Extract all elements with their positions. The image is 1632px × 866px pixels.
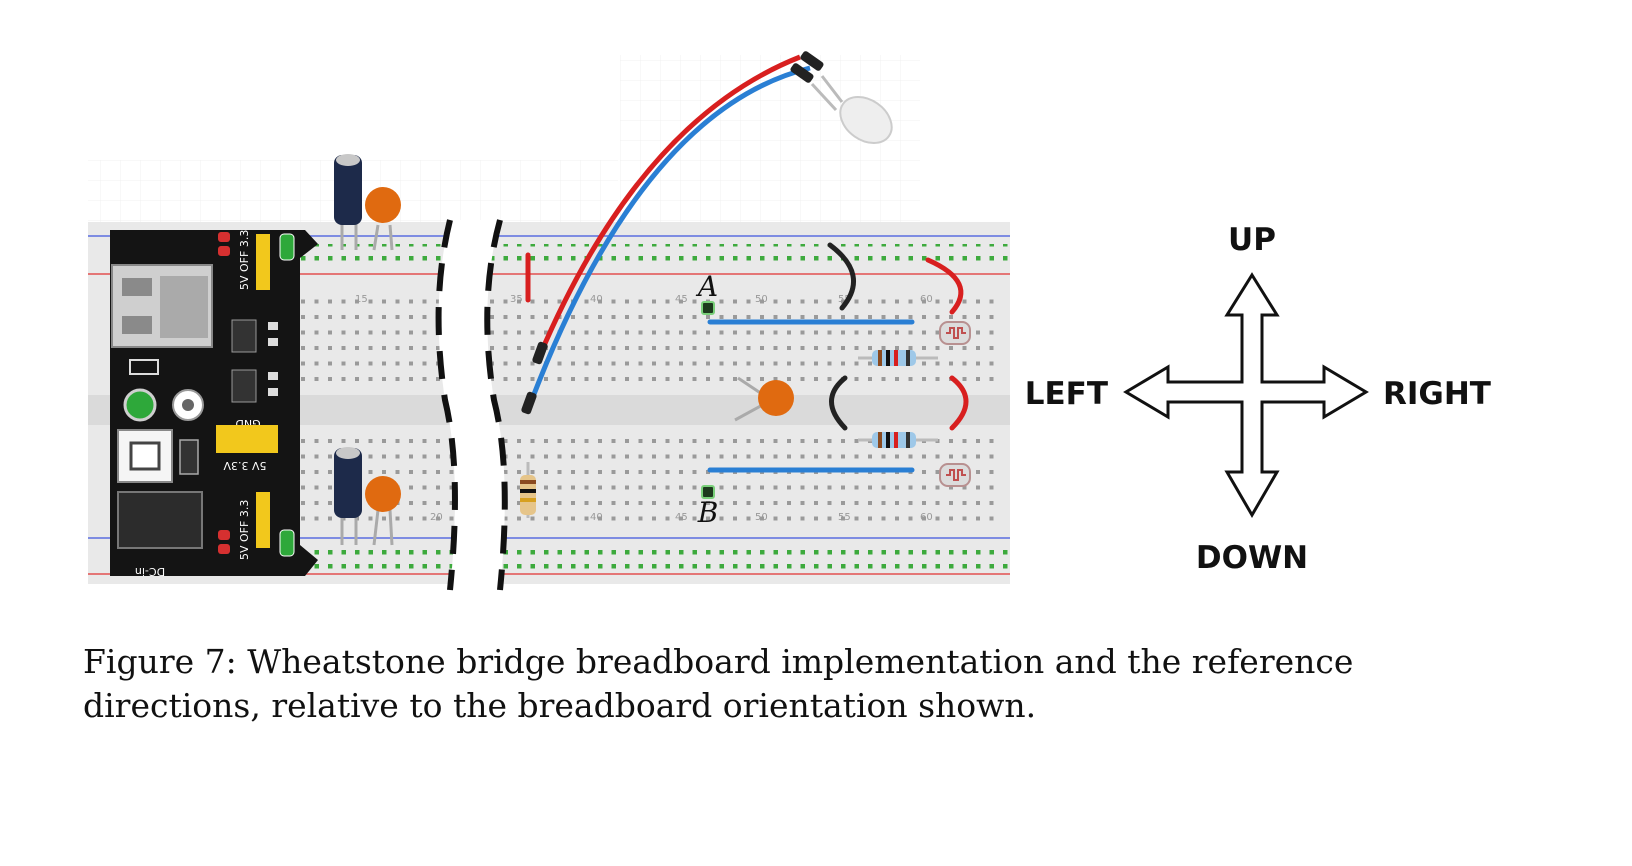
switch-icon (129, 359, 159, 375)
pin-b-label: B (697, 496, 719, 529)
power-led (123, 388, 157, 422)
dc-in-label: DC-in (135, 565, 165, 578)
red-jumper-mid-right (949, 375, 969, 431)
pin-a-label: A (695, 270, 718, 303)
red-jumper-top-right (925, 257, 964, 315)
led-wires (521, 51, 824, 415)
ceramic-capacitor-center (734, 376, 794, 422)
svg-text:40: 40 (590, 294, 603, 305)
jumper-top (256, 234, 270, 290)
top-capacitors (334, 154, 401, 251)
jumper-block-label: 5V 3.3V (223, 459, 267, 472)
direction-down-label: DOWN (1196, 540, 1308, 576)
svg-text:40: 40 (590, 512, 603, 523)
jumper-block (216, 425, 278, 453)
svg-text:35: 35 (510, 294, 523, 305)
svg-text:45: 45 (675, 294, 688, 305)
ceramic-capacitor-bottom (365, 476, 401, 512)
dc-jack (117, 491, 203, 549)
pin-a-marker (701, 301, 715, 315)
photoresistor-bottom (939, 463, 971, 487)
photoresistor-top (939, 321, 971, 345)
svg-text:55: 55 (838, 512, 851, 523)
resistor-vertical (520, 462, 536, 518)
svg-text:50: 50 (755, 294, 768, 305)
jumper-bottom (256, 492, 270, 548)
svg-text:55: 55 (838, 294, 851, 305)
svg-text:45: 45 (675, 512, 688, 523)
direction-right-label: RIGHT (1383, 376, 1491, 412)
electrolytic-capacitor-bottom (334, 448, 362, 518)
breadboard-break (435, 219, 508, 591)
pin-b-marker (701, 485, 715, 499)
svg-text:60: 60 (920, 512, 933, 523)
direction-up-label: UP (1228, 222, 1276, 258)
bottom-capacitors (334, 447, 401, 546)
cross-arrow-icon (1123, 272, 1369, 518)
power-supply-module: DC-in 5V OFF 3.3 GND 5V 3.3V 5V OFF 3.3 (110, 230, 318, 578)
svg-text:60: 60 (920, 294, 933, 305)
resistor-bottom (858, 432, 938, 448)
svg-text:20: 20 (430, 512, 443, 523)
electrolytic-capacitor-top (334, 155, 362, 225)
jumper-bottom-label: 5V OFF 3.3 (238, 500, 251, 560)
direction-left-label: LEFT (1025, 376, 1108, 412)
black-jumper-mid (829, 375, 848, 431)
svg-text:15: 15 (355, 294, 368, 305)
resistor-top (858, 350, 938, 366)
black-jumper-top (827, 242, 857, 311)
svg-text:50: 50 (755, 512, 768, 523)
white-led (810, 75, 893, 144)
figure-caption: Figure 7: Wheatstone bridge breadboard i… (83, 642, 1354, 725)
jumper-top-label: 5V OFF 3.3 (238, 230, 251, 290)
direction-arrows: UP DOWN LEFT RIGHT (1025, 222, 1491, 576)
ceramic-capacitor-top (365, 187, 401, 223)
